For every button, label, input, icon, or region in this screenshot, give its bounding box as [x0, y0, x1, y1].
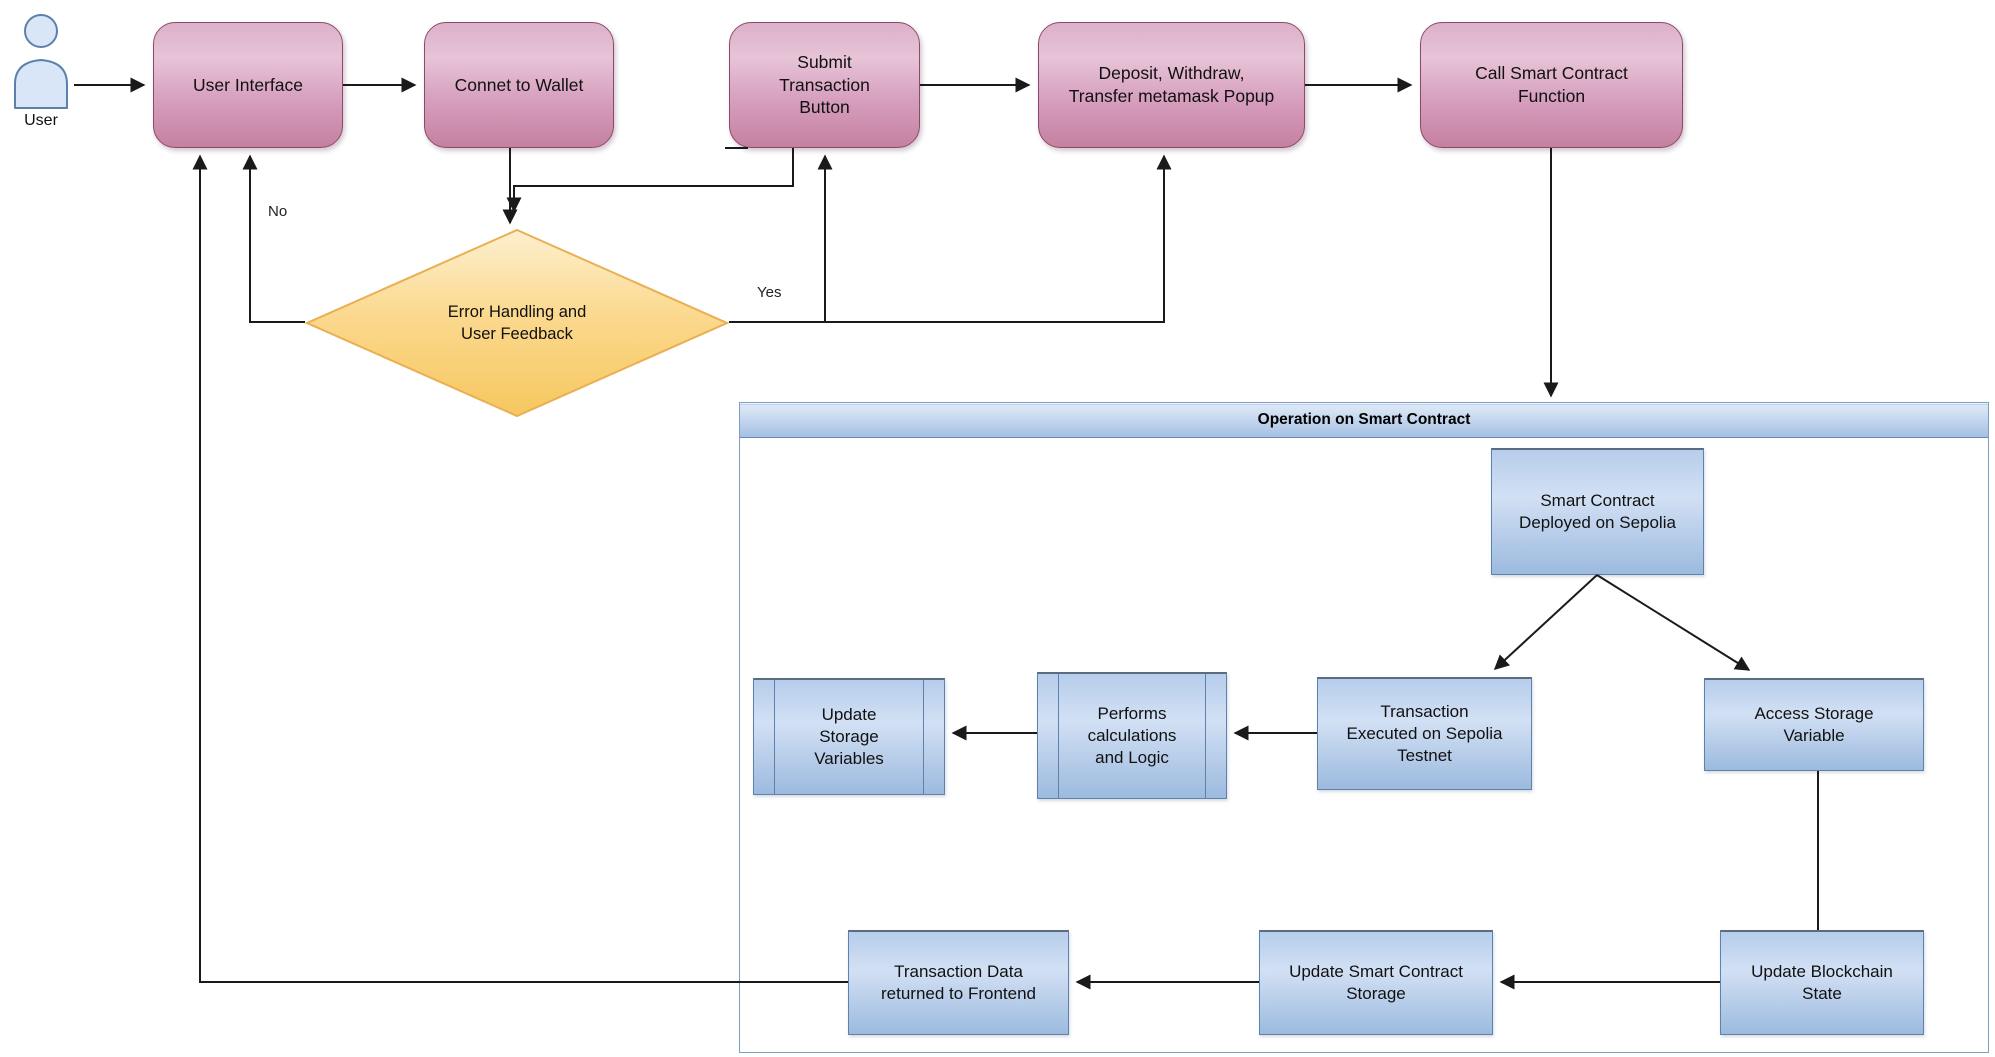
node-user-interface: User Interface — [153, 22, 343, 148]
node-metamask-popup: Deposit, Withdraw, Transfer metamask Pop… — [1038, 22, 1305, 148]
node-call-smart-contract-function: Call Smart Contract Function — [1420, 22, 1683, 148]
node-access-storage-variable: Access Storage Variable — [1704, 678, 1924, 771]
node-smart-contract-deployed: Smart Contract Deployed on Sepolia — [1491, 448, 1704, 575]
node-transaction-data-returned: Transaction Data returned to Frontend — [848, 930, 1069, 1035]
node-performs-calculations: Performs calculations and Logic — [1037, 672, 1227, 799]
node-update-smart-contract-storage: Update Smart Contract Storage — [1259, 930, 1493, 1035]
edge-label-yes: Yes — [757, 284, 782, 301]
operation-container-title: Operation on Smart Contract — [1257, 411, 1471, 428]
operation-container: Operation on Smart Contract — [739, 402, 1989, 1053]
node-submit-transaction-button: Submit Transaction Button — [729, 22, 920, 148]
operation-container-header: Operation on Smart Contract — [740, 403, 1988, 438]
node-transaction-executed: Transaction Executed on Sepolia Testnet — [1317, 677, 1532, 790]
edge-label-no: No — [268, 203, 288, 220]
node-update-blockchain-state: Update Blockchain State — [1720, 930, 1924, 1035]
node-error-handling-decision: Error Handling and User Feedback — [304, 228, 730, 418]
decision-label: Error Handling and User Feedback — [447, 302, 587, 343]
node-connect-to-wallet: Connet to Wallet — [424, 22, 614, 148]
actor-label: User — [24, 112, 58, 129]
node-update-storage-variables: Update Storage Variables — [753, 678, 945, 795]
user-person-icon — [8, 12, 74, 112]
